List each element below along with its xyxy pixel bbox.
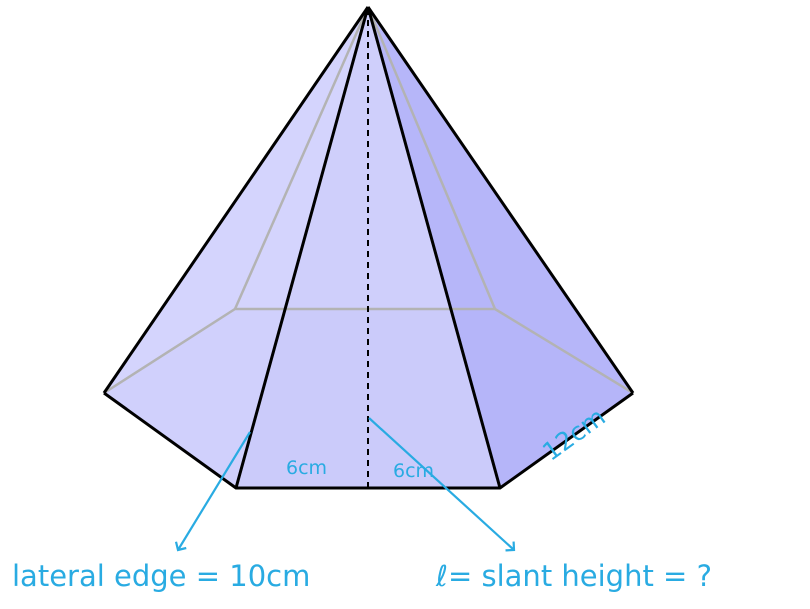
face-front-center [236,7,500,488]
hidden-lateral-edge-left [233,6,370,310]
slant-height-label: ℓ= slant height = ? [436,559,712,593]
half-base-left-label: 6cm [286,457,328,479]
visible-edges [102,6,635,490]
slant-height-arrow [368,417,516,552]
lateral-edge-1 [102,6,370,394]
hidden-lateral-edge-right [366,6,497,310]
hidden-base-edges [103,307,634,395]
hidden-edges [103,6,634,395]
lateral-edge-arrow [174,431,251,552]
lateral-edge-label: lateral edge = 10cm [12,559,311,593]
half-base-right-label: 6cm [393,460,435,482]
lateral-edge-2 [234,6,370,489]
lateral-edge-4 [366,6,635,394]
lateral-edge-3 [366,6,502,489]
face-front-left [104,7,368,488]
face-front-right [368,7,633,488]
